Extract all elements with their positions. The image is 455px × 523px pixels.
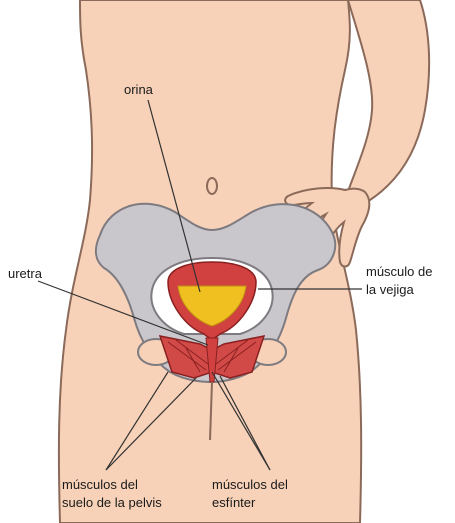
label-esfinter-line1: músculos del <box>212 477 288 493</box>
label-pelvis-line1: músculos del <box>62 477 138 493</box>
label-pelvis-line2: suelo de la pelvis <box>62 495 162 511</box>
label-musculo-vejiga-line1: músculo de <box>366 264 432 280</box>
right-arm <box>345 0 429 205</box>
label-musculo-vejiga-line2: la vejiga <box>366 282 414 298</box>
label-esfinter-line2: esfínter <box>212 495 255 511</box>
label-uretra: uretra <box>8 266 42 282</box>
label-orina: orina <box>124 82 153 98</box>
